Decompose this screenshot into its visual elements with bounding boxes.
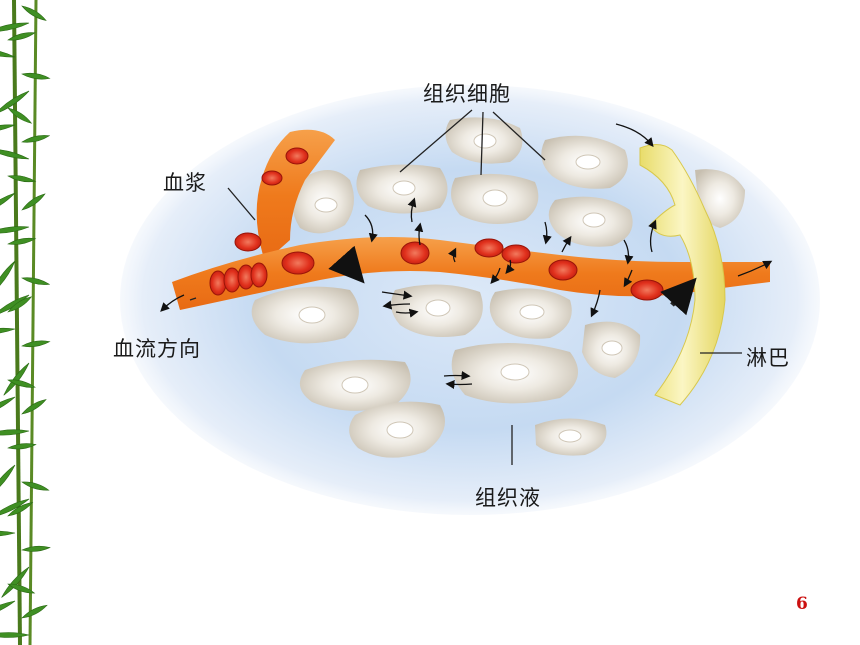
flow-arrows <box>328 245 697 316</box>
label-blood-flow-direction: 血流方向 <box>113 337 201 361</box>
label-tissue-cells: 组织细胞 <box>423 82 511 106</box>
bamboo-leaf <box>0 48 16 58</box>
bamboo-leaf <box>0 260 16 295</box>
bamboo-leaf <box>0 192 16 216</box>
leader-lines <box>189 109 742 465</box>
bamboo-leaf <box>0 498 30 518</box>
bamboo-leaf <box>21 481 50 491</box>
bamboo-leaf <box>0 22 30 32</box>
bamboo-leaf <box>7 443 37 450</box>
bamboo-leaf <box>7 296 33 313</box>
bamboo-leaf <box>7 379 36 388</box>
bamboo-leaf <box>1 566 30 598</box>
bamboo-leaf <box>0 327 16 335</box>
bamboo-leaf <box>0 124 16 133</box>
label-plasma: 血浆 <box>163 171 207 195</box>
bamboo-leaf <box>21 193 46 211</box>
bamboo-decoration <box>0 0 90 645</box>
bamboo-leaf <box>0 530 16 537</box>
bamboo-leaf <box>21 399 47 415</box>
bamboo-leaf <box>0 632 30 638</box>
bamboo-leaf <box>21 604 48 619</box>
bamboo-leaf <box>21 135 51 143</box>
bamboo-leaf <box>7 583 36 594</box>
bamboo-leaf <box>0 600 16 618</box>
bamboo-leaf <box>7 32 36 41</box>
bamboo-leaf <box>7 501 34 517</box>
bamboo-leaf <box>21 545 51 552</box>
bamboo-leaf <box>21 340 51 348</box>
blood-vessel <box>172 129 770 310</box>
bamboo-leaf <box>0 148 30 160</box>
bamboo-leaf <box>0 90 30 115</box>
bamboo-leaf <box>0 396 16 417</box>
bamboo-leaf <box>7 237 37 245</box>
page-number: 6 <box>796 594 808 614</box>
bamboo-leaf <box>7 107 33 124</box>
bamboo-leaf <box>0 226 30 234</box>
bamboo-leaf <box>7 175 37 183</box>
exchange-arrows <box>160 123 773 390</box>
label-tissue-fluid: 组织液 <box>475 486 541 510</box>
label-lymph: 淋巴 <box>746 346 790 370</box>
bamboo-leaf <box>0 464 16 497</box>
bamboo-leaf <box>21 277 51 285</box>
bamboo-leaf <box>21 5 47 21</box>
tissue-cells <box>251 117 745 458</box>
bamboo-leaf <box>3 362 30 396</box>
bamboo-leaf <box>21 72 51 80</box>
lymph-vessel <box>639 144 726 406</box>
bamboo-leaf <box>0 429 30 436</box>
